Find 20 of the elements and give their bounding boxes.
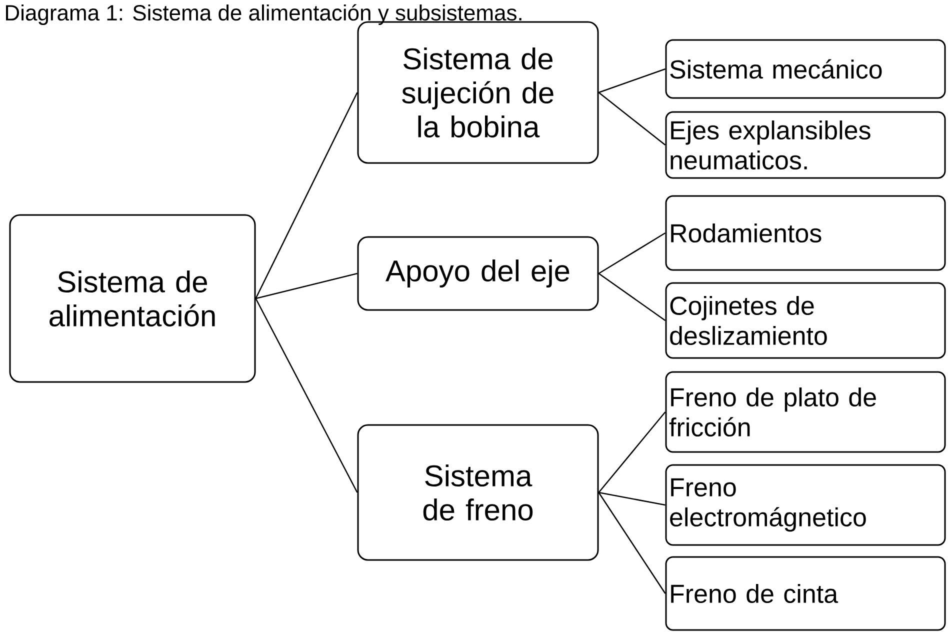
connector-line — [256, 272, 358, 300]
connector-line — [598, 412, 666, 493]
connector-line — [598, 492, 666, 594]
connector-line — [598, 492, 666, 506]
text-box: Sistema de freno — [357, 424, 599, 561]
connector-line — [255, 92, 358, 299]
text-box: Ejes explansibles neumaticos. — [665, 111, 946, 179]
text-box: Apoyo del eje — [357, 236, 599, 311]
text-box: Sistema de alimentación — [9, 214, 256, 383]
connector-line — [255, 298, 358, 493]
text-box: Freno de plato de fricción — [665, 371, 946, 453]
text-box: Sistema mecánico — [665, 39, 946, 99]
connector-line — [598, 68, 666, 94]
text-box: Freno electromágnetico — [665, 464, 946, 546]
connector-line — [598, 92, 666, 146]
connector-line — [598, 232, 666, 274]
connector-line — [598, 272, 666, 322]
text-box: Rodamientos — [665, 195, 946, 271]
text-box: Freno de cinta — [665, 556, 946, 631]
text-box: Cojinetes de deslizamiento — [665, 282, 946, 359]
